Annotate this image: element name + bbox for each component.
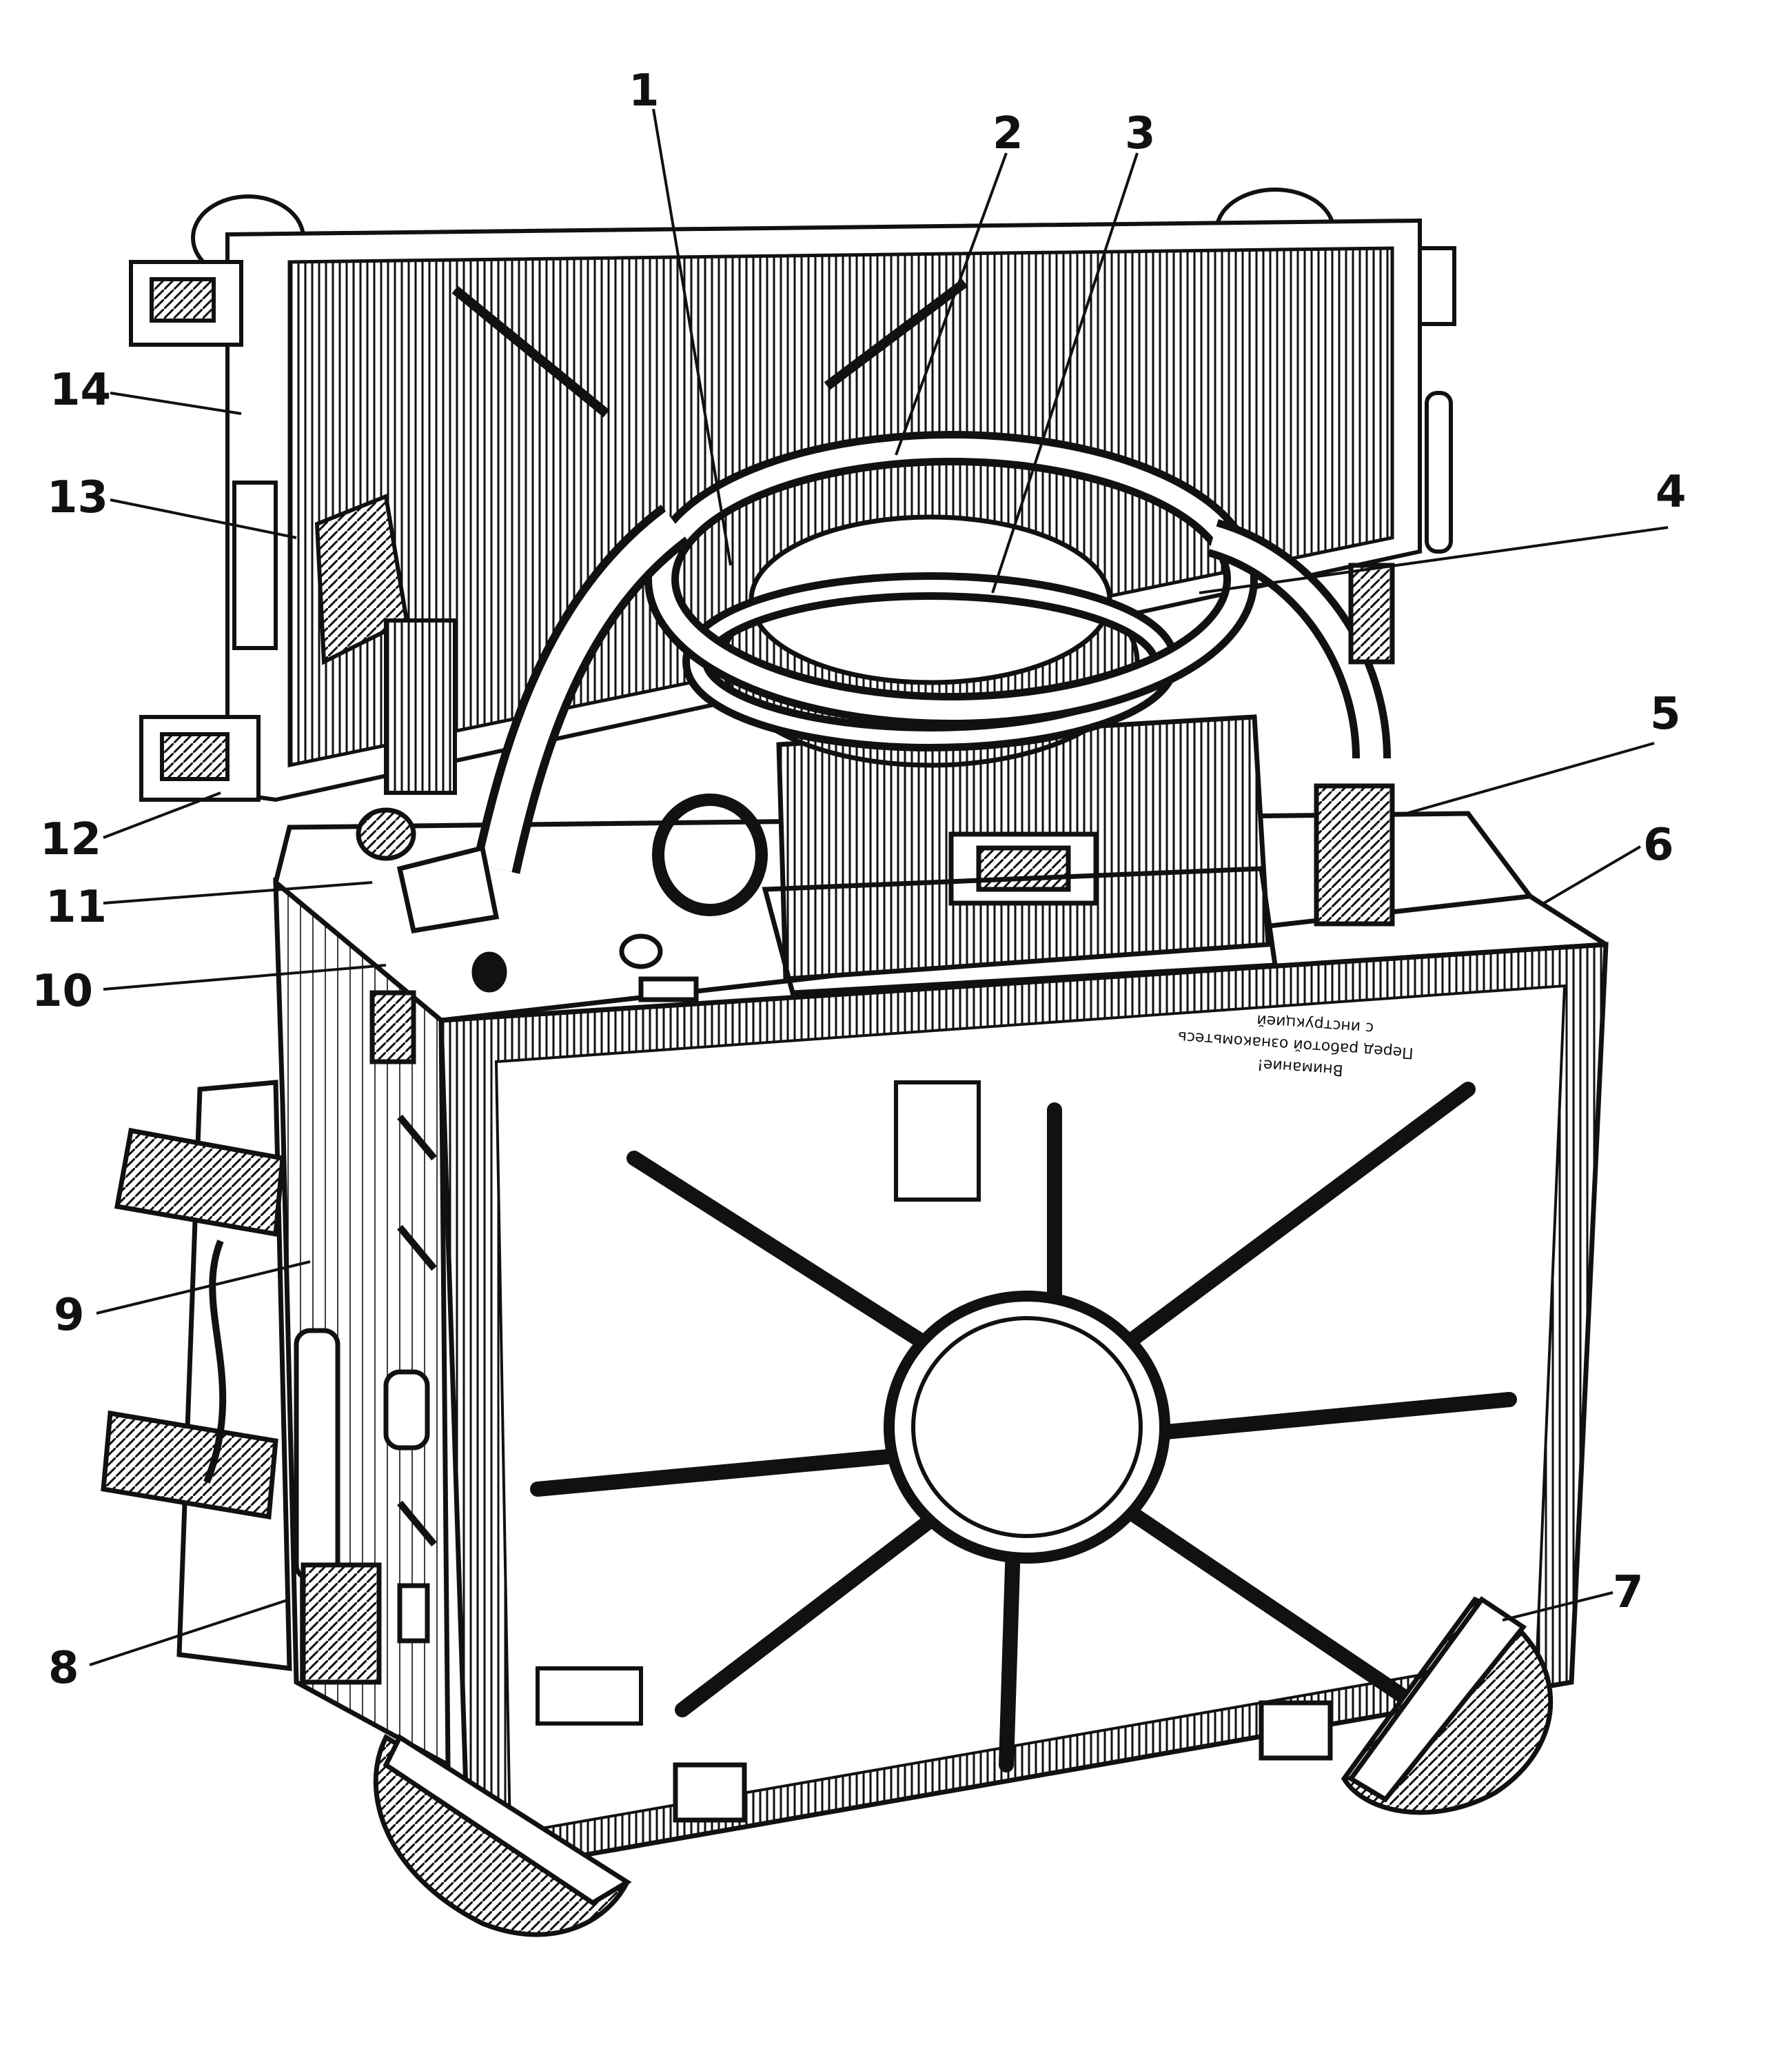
leader-line-8 [89, 1598, 290, 1666]
callout-14: 14 [50, 365, 112, 416]
side-fittings [101, 1080, 437, 1685]
callout-5: 5 [1650, 689, 1681, 740]
leader-line-5 [1405, 742, 1655, 815]
callout-2: 2 [992, 108, 1024, 159]
leader-line-12 [103, 791, 221, 839]
leader-line-11 [103, 881, 373, 905]
leader-line-14 [110, 392, 242, 415]
callout-1: 1 [629, 65, 660, 117]
leader-line-6 [1542, 845, 1642, 905]
leader-line-2 [895, 152, 1008, 456]
leader-line-10 [103, 964, 387, 991]
leader-line-4 [1199, 526, 1669, 594]
leader-line-7 [1502, 1591, 1613, 1622]
callout-10: 10 [32, 966, 94, 1017]
callout-9: 9 [54, 1290, 85, 1341]
callout-12: 12 [40, 814, 102, 865]
callout-8: 8 [48, 1643, 79, 1694]
callout-11: 11 [45, 882, 108, 933]
leader-lines [89, 108, 1669, 1666]
bottom-bumpers [373, 1596, 1554, 1937]
callout-4: 4 [1656, 467, 1687, 518]
callout-3: 3 [1125, 108, 1156, 159]
leader-line-1 [652, 108, 732, 566]
callout-7: 7 [1613, 1567, 1644, 1618]
callout-6: 6 [1643, 820, 1674, 871]
leader-line-9 [96, 1260, 311, 1315]
leader-line-13 [110, 498, 297, 539]
callout-13: 13 [47, 472, 109, 523]
top-equipment [356, 431, 1395, 1064]
leader-line-3 [991, 152, 1139, 594]
